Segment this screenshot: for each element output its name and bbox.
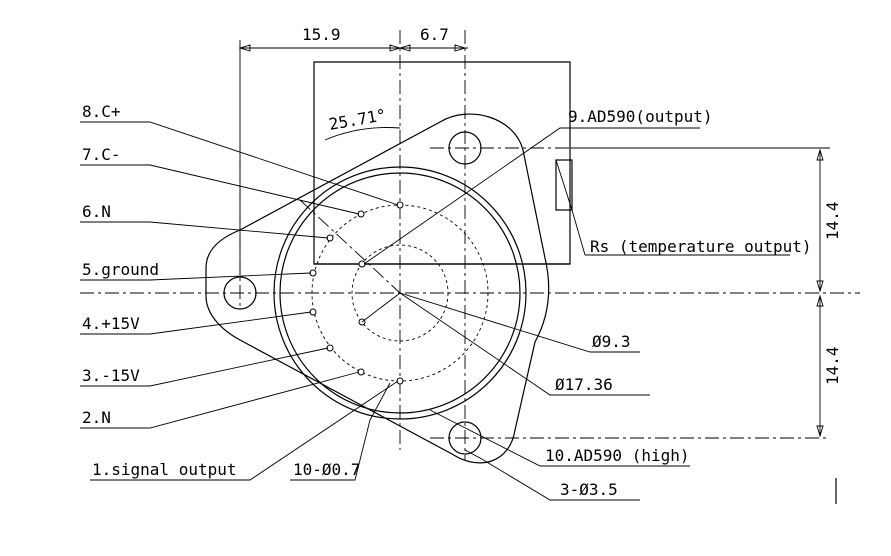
label-signal: 1.signal output [92,460,237,479]
pin-9 [358,260,366,268]
left-leaders [80,121,399,481]
right-leaders [361,127,700,501]
label-n6: 6.N [82,202,111,221]
resistor-rs [555,159,573,211]
label-n2: 2.N [82,408,111,427]
label-ad590-out: 9.AD590(output) [568,107,713,126]
label-c-plus: 8.C+ [82,102,121,121]
label-pin-dia: 10-Ø0.7 [293,460,360,479]
dim-width-right: 6.7 [420,25,449,44]
dim-height-top: 14.4 [823,201,842,240]
label-c-minus: 7.C- [82,145,121,164]
label-dia-inner: Ø9.3 [592,332,631,351]
dim-width-left: 15.9 [302,25,341,44]
label-minus15: 3.-15V [82,366,140,385]
label-plus15: 4.+15V [82,314,140,333]
label-ground: 5.ground [82,260,159,279]
label-hole-dia: 3-Ø3.5 [560,480,618,499]
label-dia-outer: Ø17.36 [555,375,613,394]
pin-1 [396,377,404,385]
label-rs: Rs (temperature output) [590,237,812,256]
dim-height-bottom: 14.4 [823,346,842,385]
pins [309,201,404,385]
dim-angle: 25.71° [327,105,387,134]
label-ad590-high: 10.AD590 (high) [545,446,690,465]
triangular-flange [205,113,550,464]
housing-outline [313,61,571,265]
